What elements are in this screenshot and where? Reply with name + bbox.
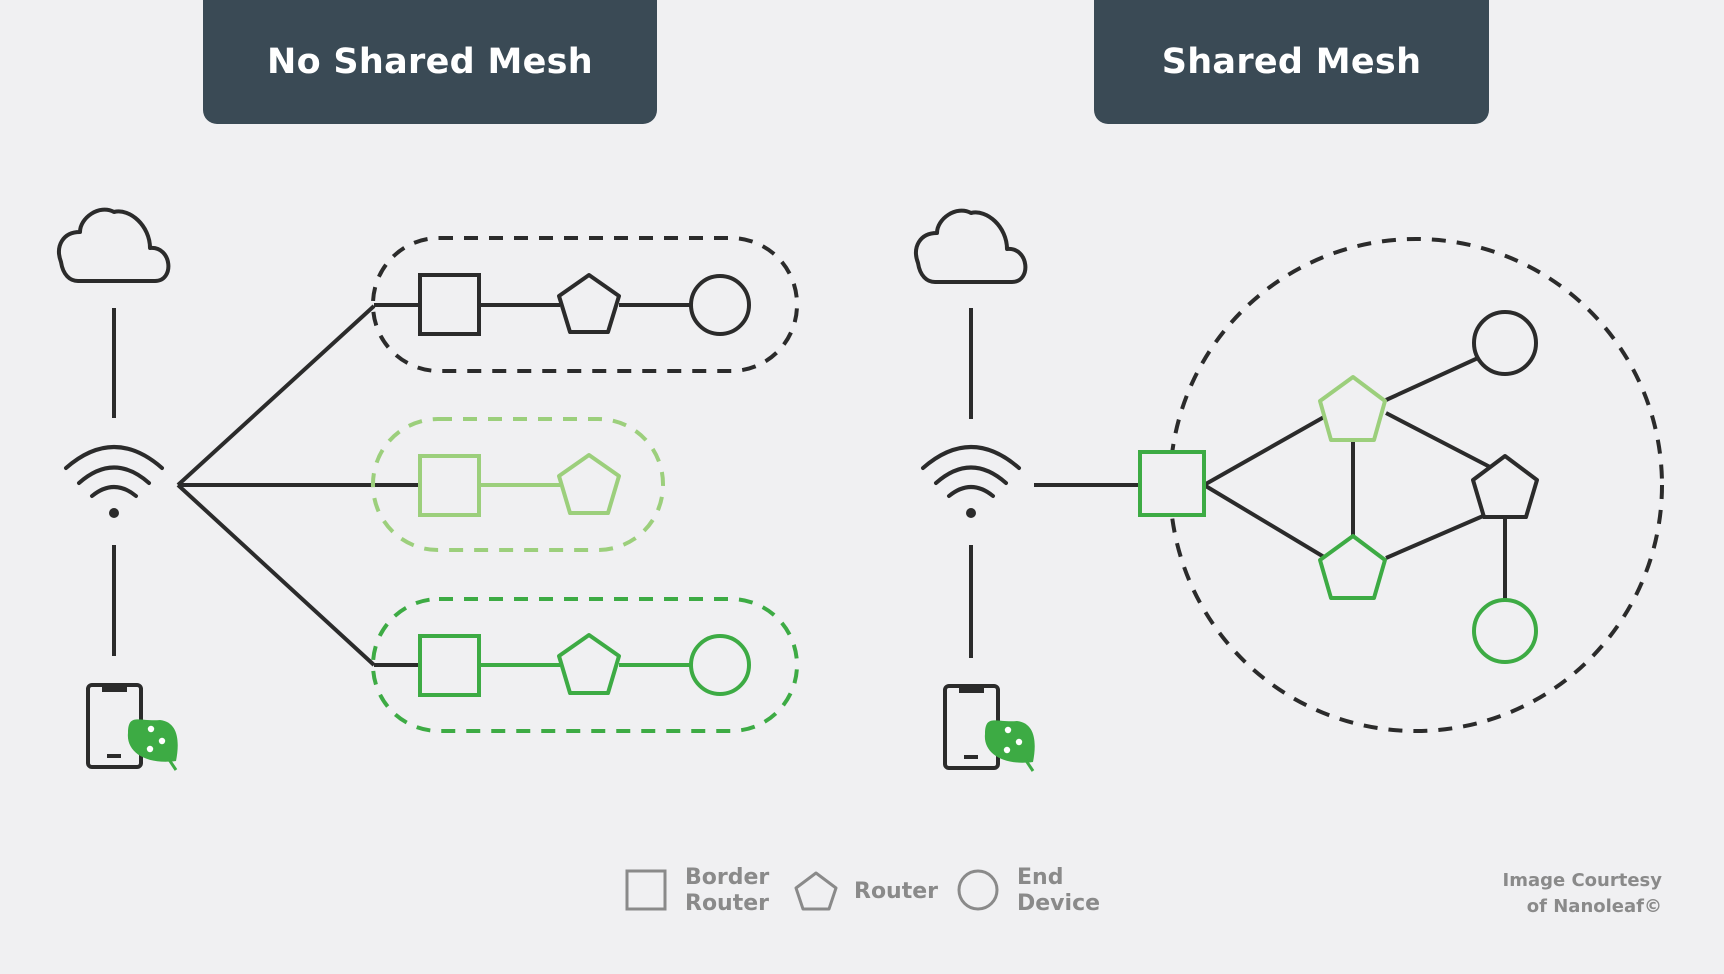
legend-end-device-line1: End [1017, 865, 1064, 890]
legend-end-device: End Device [1017, 865, 1100, 917]
shared-mesh-boundary [1168, 237, 1664, 733]
legend-border-router: Border Router [685, 865, 769, 917]
header-shared-mesh-label: Shared Mesh [1161, 42, 1422, 82]
cloud-icon [57, 207, 171, 283]
legend [625, 869, 999, 911]
legend-router-label: Router [854, 879, 939, 904]
image-credit-line1: Image Courtesy [1502, 870, 1663, 891]
mesh-top [371, 236, 799, 373]
end-device-node [689, 634, 751, 696]
header-shared-mesh: Shared Mesh [1094, 0, 1489, 124]
wifi-icon [64, 445, 164, 518]
router-node [557, 633, 621, 695]
end-device-node [1472, 310, 1538, 376]
wifi-icon [921, 445, 1021, 518]
border-router-node [1138, 450, 1206, 517]
right-panel [914, 208, 1664, 772]
router-node [557, 453, 621, 515]
image-credit: Image Courtesy of Nanoleaf© [1503, 868, 1663, 920]
border-router-node [418, 454, 481, 517]
leaf-app-icon [127, 719, 178, 771]
router-node [1318, 375, 1387, 442]
leaf-app-icon [984, 720, 1035, 772]
mesh-middle [371, 417, 665, 552]
image-credit-line2: of Nanoleaf© [1526, 896, 1662, 917]
circle-icon [957, 869, 999, 911]
pentagon-icon [794, 871, 838, 911]
square-icon [625, 869, 667, 911]
mesh-bottom [371, 597, 799, 733]
border-router-node [418, 273, 481, 336]
legend-border-router-line1: Border [685, 865, 770, 890]
router-node [1318, 534, 1387, 600]
header-no-shared-mesh-label: No Shared Mesh [266, 42, 594, 82]
end-device-node [689, 274, 751, 336]
border-router-node [418, 634, 481, 697]
cloud-icon [914, 208, 1028, 284]
legend-router: Router [854, 879, 938, 905]
fan-links [176, 303, 420, 667]
left-panel [57, 207, 799, 771]
legend-end-device-line2: Device [1017, 891, 1101, 916]
router-node [1471, 454, 1539, 519]
router-node [557, 273, 621, 334]
shared-mesh-links [1202, 356, 1507, 600]
end-device-node [1472, 598, 1538, 664]
header-no-shared-mesh: No Shared Mesh [203, 0, 657, 124]
legend-border-router-line2: Router [685, 891, 770, 916]
